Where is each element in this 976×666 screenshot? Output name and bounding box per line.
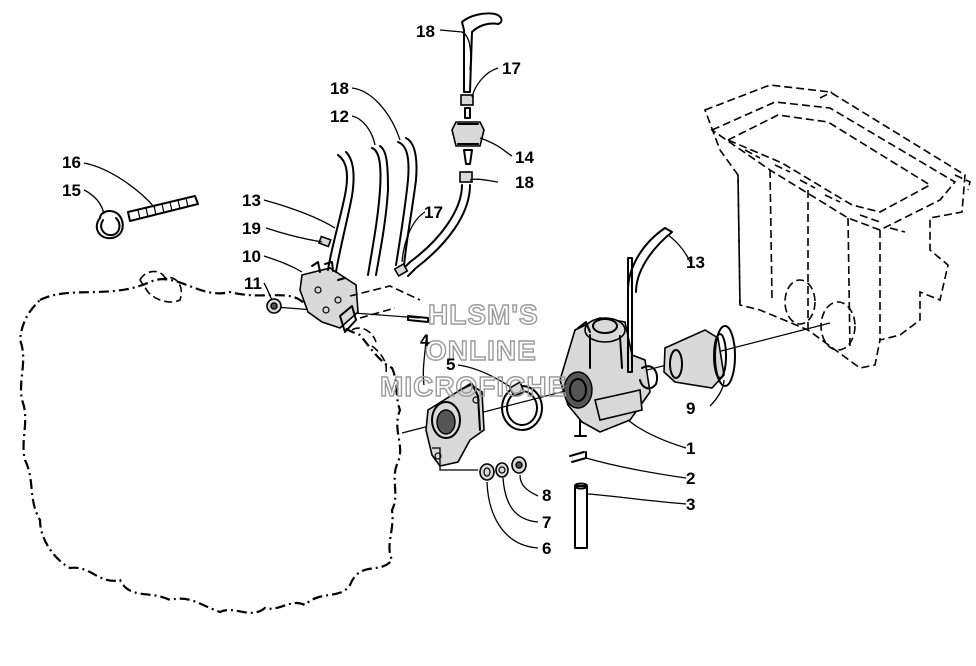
drain-tube-part-3: [574, 482, 588, 549]
pump-bolt: [407, 315, 429, 323]
washer-part-6: [479, 463, 495, 481]
carburetor-part-1: [559, 257, 658, 437]
callout-17-mid: 17: [424, 203, 443, 222]
callout-8: 8: [542, 486, 551, 505]
callout-labels: 18 17 18 12 14 16 18 15 13 17 19 10 13 1…: [62, 22, 705, 558]
callout-9: 9: [686, 399, 695, 418]
callout-18-top: 18: [416, 22, 435, 41]
callout-11: 11: [244, 274, 262, 293]
watermark-line-1: HLSM'S: [428, 299, 539, 330]
engine-detail-2: [351, 327, 388, 373]
lockwasher-part-7: [495, 462, 509, 478]
callout-3: 3: [686, 495, 695, 514]
callout-10: 10: [242, 247, 261, 266]
callout-13-left: 13: [242, 191, 261, 210]
hose-part-18-left: [395, 137, 418, 267]
hose-part-13-left: [327, 151, 355, 273]
watermark: HLSM'S ONLINE MICROFICHE: [379, 298, 567, 402]
watermark-line-2: ONLINE: [425, 335, 537, 366]
callout-7: 7: [542, 513, 551, 532]
air-box: [703, 84, 971, 369]
callout-15: 15: [62, 181, 81, 200]
callout-2: 2: [686, 469, 695, 488]
spring-part-16: [127, 195, 199, 222]
engine-detail: [139, 270, 183, 303]
callout-13-right: 13: [686, 253, 705, 272]
callout-4: 4: [420, 331, 430, 350]
clamp-ring-part-5: [501, 380, 543, 431]
callout-12: 12: [330, 107, 349, 126]
intake-boot-part-9: [663, 325, 736, 389]
nut-part-8: [511, 456, 527, 474]
spring-clip-part-15: [95, 210, 124, 240]
fuel-filter-part-14: [393, 12, 503, 278]
callout-5: 5: [446, 355, 455, 374]
callout-1: 1: [686, 439, 695, 458]
engine-outline: [18, 278, 402, 614]
hose-part-12: [367, 145, 389, 276]
fuel-pump-part-10: [299, 261, 359, 333]
callout-19: 19: [242, 219, 261, 238]
callout-18-right: 18: [515, 173, 534, 192]
pump-bracket: [349, 285, 421, 319]
callout-17-top: 17: [502, 59, 521, 78]
intake-flange: [425, 383, 485, 467]
watermark-line-3: MICROFICHE: [380, 371, 567, 402]
leader-lines: [83, 29, 725, 549]
callout-16: 16: [62, 153, 81, 172]
callout-14: 14: [515, 148, 534, 167]
hose-part-13-right: [627, 227, 673, 293]
clamp-part-19: [317, 235, 332, 248]
nut-part-11: [266, 298, 282, 314]
callout-6: 6: [542, 539, 551, 558]
callout-18-left: 18: [330, 79, 349, 98]
clip-part-2: [569, 451, 587, 463]
